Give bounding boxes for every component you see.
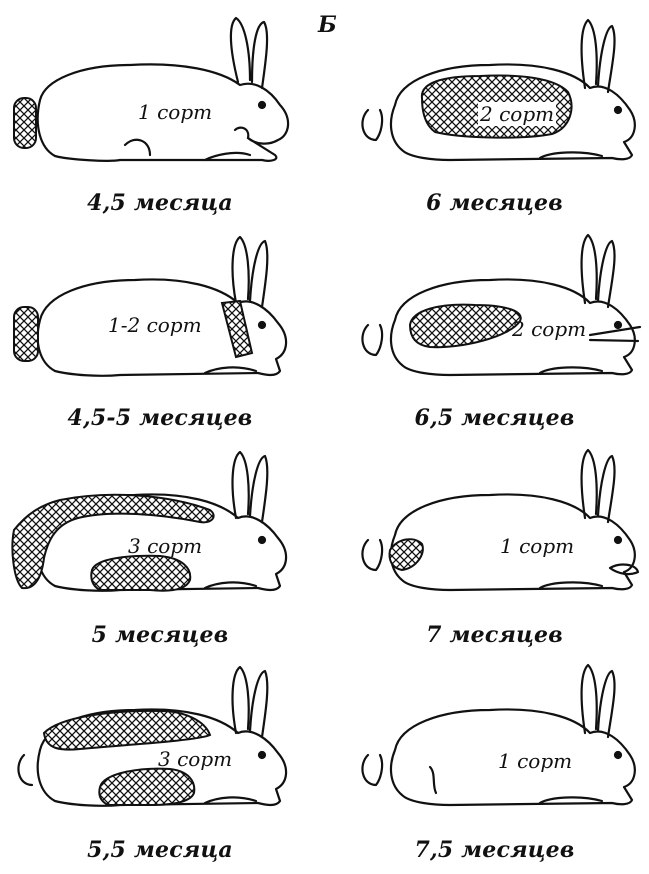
age-caption: 5,5 месяца: [0, 837, 320, 863]
rabbit-drawing-7: [0, 655, 320, 835]
age-caption: 7,5 месяцев: [340, 837, 649, 863]
grade-label: 3 сорт: [128, 534, 202, 558]
grade-label: 2 сорт: [478, 102, 556, 126]
age-caption: 5 месяцев: [0, 622, 320, 648]
rabbit-figure-6: 1 сорт 7 месяцев: [340, 440, 649, 658]
rabbit-figure-3: 1-2 сорт 4,5-5 месяцев: [0, 225, 320, 443]
hatch-region: [14, 307, 38, 361]
age-caption: 7 месяцев: [340, 622, 649, 648]
rabbit-drawing-2: [340, 10, 649, 190]
age-caption: 6,5 месяцев: [340, 405, 649, 431]
age-caption: 4,5 месяца: [0, 190, 320, 216]
rabbit-figure-4: 2 сорт 6,5 месяцев: [340, 225, 649, 443]
panel-label: Б: [318, 12, 337, 38]
age-caption: 6 месяцев: [340, 190, 649, 216]
hatch-region: [390, 539, 423, 570]
hatch-region: [99, 769, 194, 805]
rabbit-figure-8: 1 сорт 7,5 месяцев: [340, 655, 649, 873]
grade-label: 1 сорт: [500, 534, 574, 558]
hatch-region: [14, 98, 36, 148]
rabbit-figure-2: 2 сорт 6 месяцев: [340, 10, 649, 228]
hatch-region: [222, 301, 252, 357]
rabbit-drawing-5: [0, 440, 320, 620]
grade-label: 3 сорт: [158, 747, 232, 771]
hatch-region: [410, 305, 521, 348]
rabbit-figure-5: 3 сорт 5 месяцев: [0, 440, 320, 658]
grade-label: 1 сорт: [498, 749, 572, 773]
hatch-region: [91, 556, 190, 591]
hatch-region: [44, 711, 210, 750]
rabbit-figure-7: 3 сорт 5,5 месяца: [0, 655, 320, 873]
rabbit-drawing-6: [340, 440, 649, 620]
rabbit-figure-1: 1 сорт 4,5 месяца: [0, 10, 320, 228]
grade-label: 2 сорт: [512, 317, 586, 341]
rabbit-drawing-8: [340, 655, 649, 835]
grade-label: 1-2 сорт: [108, 313, 202, 337]
age-caption: 4,5-5 месяцев: [0, 405, 320, 431]
grade-label: 1 сорт: [138, 100, 212, 124]
rabbit-drawing-4: [340, 225, 649, 405]
